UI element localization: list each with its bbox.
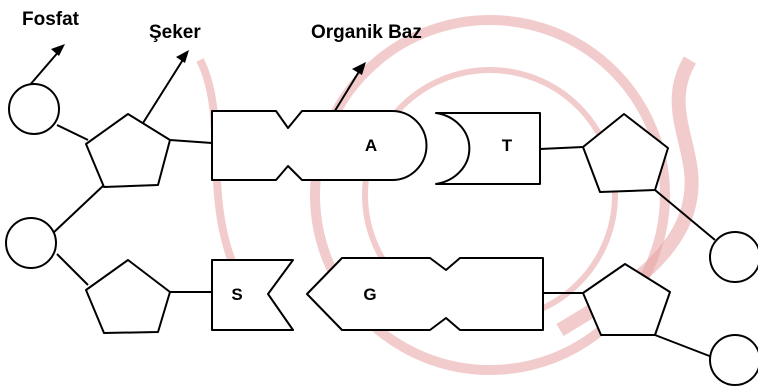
base-a-letter: A [365, 136, 377, 155]
base-a-shape [211, 110, 428, 181]
base-s-letter: S [231, 285, 242, 304]
base-t-letter: T [502, 136, 513, 155]
phosphate-label: Fosfat [22, 9, 80, 30]
bond-line [539, 146, 584, 150]
base-s-shape [211, 259, 294, 331]
phosphate-circle [5, 217, 57, 269]
sugar-arrow [142, 50, 189, 124]
sugar-pentagon [582, 263, 671, 336]
phosphate-circle [709, 334, 758, 386]
sugar-pentagon [85, 113, 171, 188]
base-g-shape [306, 257, 544, 331]
sugar-label: Şeker [149, 22, 201, 43]
bond-line [169, 139, 213, 144]
phosphate-arrow [28, 44, 65, 87]
bond-line [654, 334, 713, 358]
organic-base-label: Organik Baz [311, 22, 422, 43]
bond-line [51, 184, 105, 235]
bond-line [654, 189, 716, 241]
bond-line [56, 124, 89, 141]
sugar-pentagon [85, 259, 171, 334]
bond-line [56, 253, 89, 286]
sugar-pentagon [582, 113, 669, 193]
base-t-shape [435, 112, 541, 185]
phosphate-circle [709, 231, 758, 283]
phosphate-circle [8, 83, 60, 135]
base-g-letter: G [363, 285, 376, 304]
